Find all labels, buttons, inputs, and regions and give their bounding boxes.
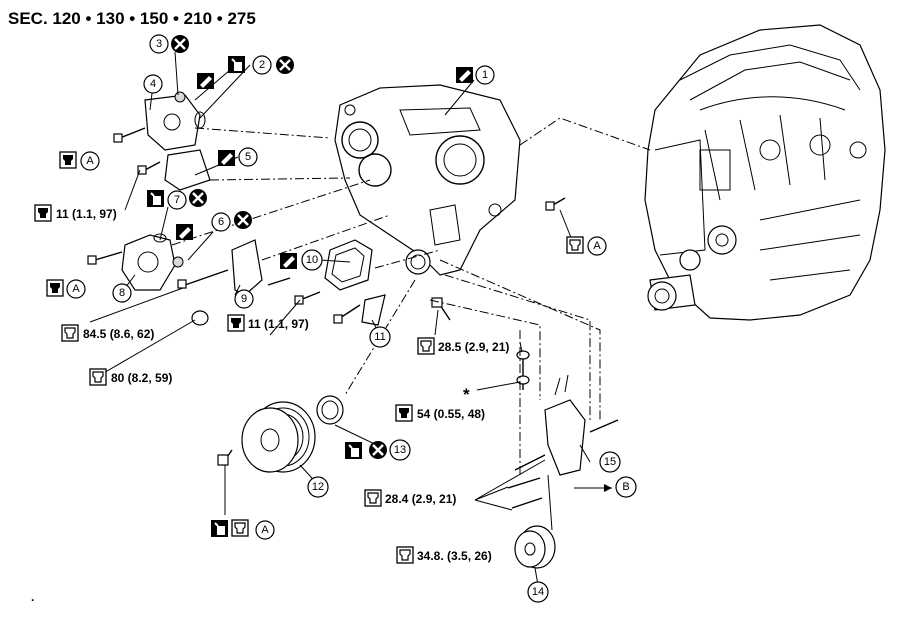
- torque-label: 11 (1.1, 97): [56, 207, 117, 221]
- callout-11: 11: [369, 326, 391, 348]
- idler-pulley-14: [514, 525, 556, 569]
- callout-8: 8: [112, 283, 132, 303]
- front-cover: [334, 84, 521, 276]
- callout-9: 9: [234, 289, 254, 309]
- torque-label: 11 (1.1, 97): [248, 317, 309, 331]
- svg-text:7: 7: [174, 194, 180, 206]
- callout-6: 6: [211, 212, 231, 232]
- callout-4: 4: [143, 74, 163, 94]
- svg-text:3: 3: [156, 38, 162, 50]
- svg-text:A: A: [72, 283, 80, 295]
- svg-text:10: 10: [306, 254, 318, 266]
- callout-1: 1: [475, 65, 495, 85]
- svg-text:9: 9: [241, 293, 247, 305]
- callout-10: 10: [301, 249, 323, 271]
- wrench-torque-icon: [34, 204, 52, 222]
- wrench-torque-icon: [566, 236, 584, 254]
- svg-text:15: 15: [604, 456, 616, 468]
- svg-text:11: 11: [374, 331, 385, 343]
- arrow-to-b: [604, 484, 612, 492]
- callout-12: 12: [307, 476, 329, 498]
- oil-can-icon: [146, 189, 165, 208]
- callout-13: 13: [389, 439, 411, 461]
- svg-text:B: B: [622, 481, 629, 493]
- svg-text:2: 2: [259, 59, 265, 71]
- ref-a: A: [255, 520, 275, 540]
- ref-a: A: [80, 151, 100, 171]
- callout-15: 15: [599, 451, 621, 473]
- no-reuse-icon: [232, 209, 254, 231]
- torque-label: 28.5 (2.9, 21): [438, 340, 509, 354]
- wrench-torque-icon: [59, 151, 77, 169]
- idler-bracket-15: [507, 374, 619, 531]
- engine-assembly: [644, 24, 886, 321]
- callout-7: 7: [167, 190, 187, 210]
- wrench-torque-icon: [395, 404, 413, 422]
- ref-a: A: [66, 279, 86, 299]
- svg-text:A: A: [593, 240, 601, 252]
- wrench-torque-icon: [231, 519, 249, 537]
- water-pump-gasket: [121, 91, 263, 296]
- wrench-torque-icon: [364, 489, 382, 507]
- wrench-torque-icon: [396, 546, 414, 564]
- torque-label: 84.5 (8.6, 62): [83, 327, 154, 341]
- callout-3: 3: [149, 34, 169, 54]
- gasket-10: [324, 239, 373, 291]
- svg-text:14: 14: [532, 586, 544, 598]
- no-reuse-icon: [169, 33, 191, 55]
- torque-label: 54 (0.55, 48): [417, 407, 485, 421]
- no-reuse-icon: [187, 187, 209, 209]
- oil-can-icon: [210, 519, 229, 538]
- svg-text:1: 1: [482, 69, 488, 81]
- sealant-tube-icon: [456, 67, 473, 83]
- callout-14: 14: [527, 581, 549, 603]
- svg-text:8: 8: [119, 287, 125, 299]
- wrench-torque-icon: [227, 314, 245, 332]
- svg-text:5: 5: [245, 151, 251, 163]
- svg-text:12: 12: [312, 481, 324, 493]
- torque-label: 28.4 (2.9, 21): [385, 492, 456, 506]
- wrench-torque-icon: [417, 337, 435, 355]
- svg-text:6: 6: [218, 216, 224, 228]
- svg-text:13: 13: [394, 444, 406, 456]
- wrench-torque-icon: [46, 279, 64, 297]
- sealant-tube-icon: [218, 150, 235, 166]
- no-reuse-icon: [367, 439, 389, 461]
- oil-can-icon: [344, 441, 363, 460]
- svg-text:A: A: [86, 155, 94, 167]
- ref-b: B: [615, 476, 637, 498]
- front-oil-seal-13: [316, 395, 344, 425]
- sealant-tube-icon: [176, 224, 193, 240]
- callout-2: 2: [252, 55, 272, 75]
- dot-mark: .: [31, 590, 34, 604]
- sealant-tube-icon: [280, 253, 297, 269]
- wrench-torque-icon: [89, 368, 107, 386]
- bolts: [87, 127, 566, 466]
- svg-text:4: 4: [150, 78, 156, 90]
- callout-5: 5: [238, 147, 258, 167]
- asterisk-mark: *: [463, 385, 470, 404]
- bracket-11: [361, 294, 386, 326]
- oil-can-icon: [227, 55, 246, 74]
- torque-label: 80 (8.2, 59): [111, 371, 172, 385]
- svg-text:A: A: [261, 524, 269, 536]
- ref-a: A: [587, 236, 607, 256]
- alignment-lines: [171, 117, 651, 475]
- torque-label: 34.8. (3.5, 26): [417, 549, 492, 563]
- front-seal-ring: [405, 249, 431, 275]
- crank-pulley-12: [241, 401, 316, 473]
- no-reuse-icon: [274, 54, 296, 76]
- section-header: SEC. 120 • 130 • 150 • 210 • 275: [8, 9, 256, 28]
- sealant-tube-icon: [197, 73, 214, 89]
- wrench-torque-icon: [61, 324, 79, 342]
